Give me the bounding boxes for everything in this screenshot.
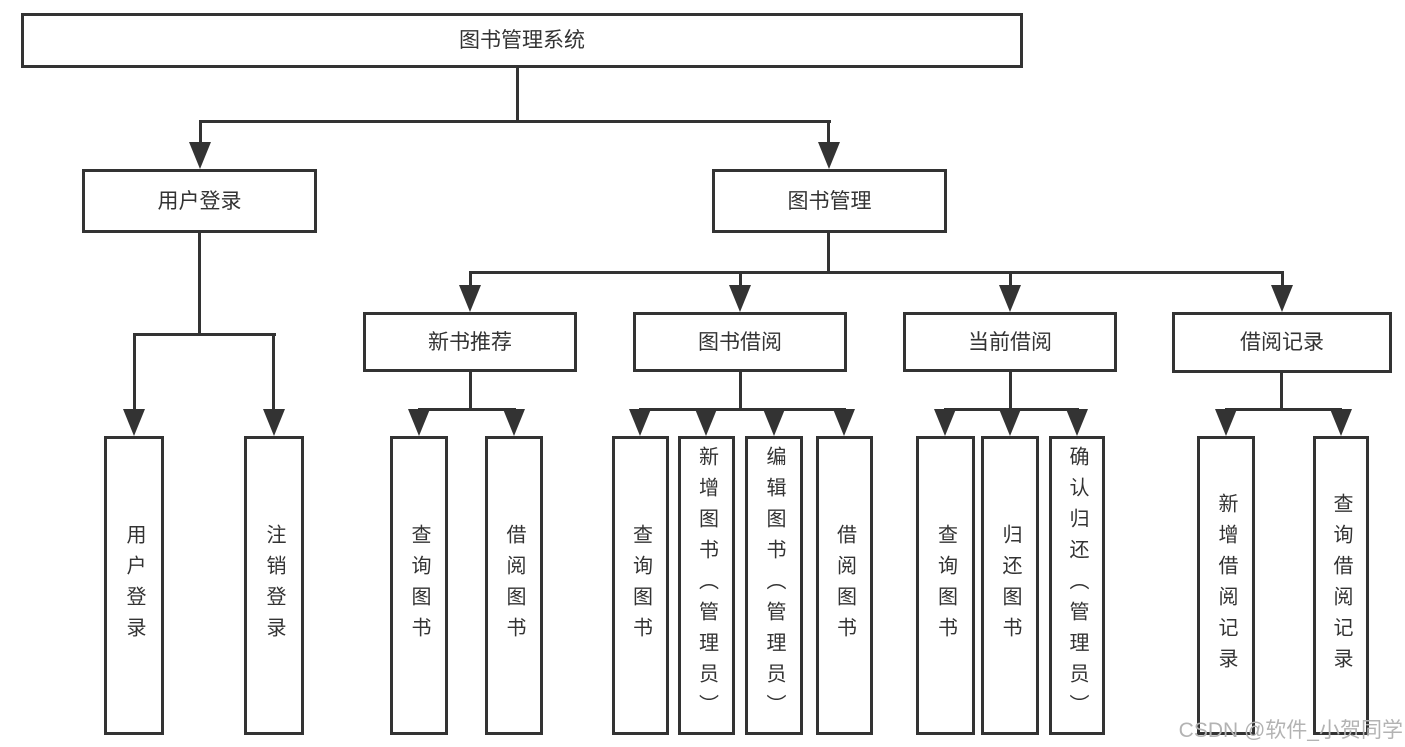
edge-records-vline — [1280, 373, 1283, 411]
node-book-borrow: 图书借阅 — [633, 312, 847, 372]
leaf-query-books-current: 查询图书 — [916, 436, 975, 735]
watermark: CSDN @软件_小贺同学 — [1178, 719, 1403, 742]
node-library-system: 图书管理系统 — [21, 13, 1023, 68]
leaf-logout: 注销登录 — [244, 436, 304, 735]
edge-borrow-hbar — [639, 408, 846, 411]
leaf-return-book: 归还图书 — [981, 436, 1039, 735]
arrow-down-icon — [1215, 409, 1237, 436]
leaf-confirm-return-admin: 确认归还（管理员） — [1049, 436, 1105, 735]
edge-recommend-hbar — [418, 408, 516, 411]
arrow-down-icon — [1066, 409, 1088, 436]
arrow-down-icon — [763, 409, 785, 436]
arrow-down-icon — [999, 409, 1021, 436]
edge-login-shaft-left — [133, 333, 136, 411]
edge-root-shaft-right — [827, 120, 830, 145]
arrow-down-icon — [1330, 409, 1352, 436]
arrow-down-icon — [123, 409, 145, 436]
arrow-down-icon — [503, 409, 525, 436]
leaf-add-book-admin: 新增图书（管理员） — [678, 436, 735, 735]
node-new-book-recommend: 新书推荐 — [363, 312, 577, 372]
arrow-down-icon — [818, 142, 840, 169]
leaf-query-books-borrow: 查询图书 — [612, 436, 669, 735]
edge-login-vline — [198, 233, 201, 336]
edge-root-vline — [516, 68, 519, 123]
edge-login-hbar — [133, 333, 276, 336]
leaf-user-login: 用户登录 — [104, 436, 164, 735]
leaf-query-books-recommend: 查询图书 — [390, 436, 448, 735]
edge-mgmt-shaft-4 — [1281, 271, 1284, 288]
edge-current-vline — [1009, 372, 1012, 411]
edge-mgmt-shaft-3 — [1009, 271, 1012, 288]
arrow-down-icon — [999, 285, 1021, 312]
edge-borrow-vline — [739, 372, 742, 411]
leaf-borrow-books-recommend: 借阅图书 — [485, 436, 543, 735]
edge-root-shaft-left — [199, 120, 202, 145]
leaf-borrow-books: 借阅图书 — [816, 436, 873, 735]
arrow-down-icon — [1271, 285, 1293, 312]
arrow-down-icon — [695, 409, 717, 436]
arrow-down-icon — [833, 409, 855, 436]
arrow-down-icon — [729, 285, 751, 312]
arrow-down-icon — [629, 409, 651, 436]
node-current-borrow: 当前借阅 — [903, 312, 1117, 372]
edge-mgmt-shaft-1 — [469, 271, 472, 288]
leaf-query-borrow-record: 查询借阅记录 — [1313, 436, 1369, 735]
arrow-down-icon — [934, 409, 956, 436]
edge-mgmt-shaft-2 — [739, 271, 742, 288]
edge-records-hbar — [1225, 408, 1342, 411]
node-borrow-records: 借阅记录 — [1172, 312, 1392, 373]
arrow-down-icon — [263, 409, 285, 436]
edge-login-shaft-right — [272, 333, 275, 411]
edge-root-hbar — [199, 120, 831, 123]
edge-recommend-vline — [469, 372, 472, 411]
leaf-edit-book-admin: 编辑图书（管理员） — [745, 436, 803, 735]
arrow-down-icon — [408, 409, 430, 436]
node-book-management: 图书管理 — [712, 169, 947, 233]
arrow-down-icon — [459, 285, 481, 312]
edge-mgmt-hbar — [469, 271, 1284, 274]
arrow-down-icon — [189, 142, 211, 169]
node-user-login-group: 用户登录 — [82, 169, 317, 233]
edge-mgmt-vline — [827, 233, 830, 274]
leaf-add-borrow-record: 新增借阅记录 — [1197, 436, 1255, 735]
